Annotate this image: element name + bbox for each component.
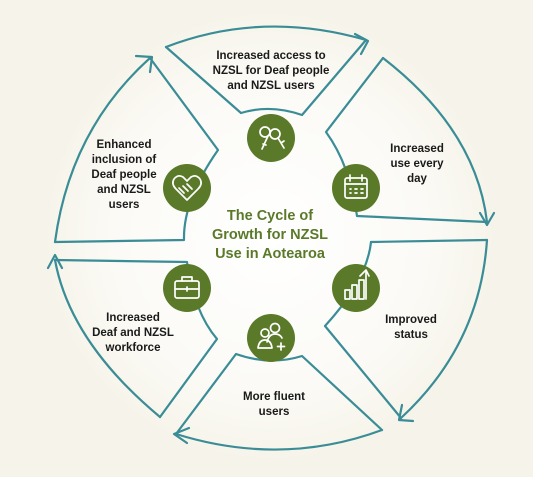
- bar-chart-up-icon: [344, 269, 370, 300]
- label-increased-workforce: Increased Deaf and NZSL workforce: [92, 312, 174, 354]
- arrow-segment-workforce: [53, 258, 162, 419]
- arrow-segment-status-inner: [369, 238, 489, 244]
- diagram-title: The Cycle of Growth for NZSL Use in Aote…: [212, 208, 328, 262]
- arrow-head-access: [353, 32, 370, 56]
- handshake-heart-icon: [172, 175, 202, 201]
- node-circles: [163, 114, 380, 362]
- arrow-head-workforce: [46, 253, 64, 270]
- background-glow: [45, 11, 495, 461]
- node-use: [332, 164, 380, 212]
- arrow-head-fluent: [172, 426, 191, 445]
- arrow-segment-use: [381, 56, 489, 224]
- arrow-head-use: [478, 211, 496, 227]
- arrow-segment-status: [399, 238, 489, 420]
- users-add-icon: [257, 322, 286, 351]
- label-increased-use: Increased use every day: [390, 143, 444, 185]
- node-status: [332, 264, 380, 312]
- arrow-segment-fluent: [174, 428, 384, 451]
- calendar-icon: [344, 174, 368, 199]
- arrow-head-status: [397, 403, 415, 423]
- arrow-head-inclusion: [134, 54, 154, 74]
- node-inclusion: [163, 164, 211, 212]
- label-improved-status: Improved status: [385, 314, 437, 341]
- label-increased-access: Increased access to NZSL for Deaf people…: [212, 50, 330, 92]
- arrow-segment-inclusion: [53, 56, 152, 244]
- label-more-fluent-users: More fluent users: [243, 391, 305, 418]
- arrow-segment-access-inner: [164, 38, 368, 117]
- label-enhanced-inclusion: Enhanced inclusion of Deaf people and NZ…: [91, 139, 157, 211]
- briefcase-icon: [174, 276, 200, 299]
- key-icon: [259, 126, 285, 150]
- node-fluent: [247, 314, 295, 362]
- arrow-segment-access: [164, 25, 368, 49]
